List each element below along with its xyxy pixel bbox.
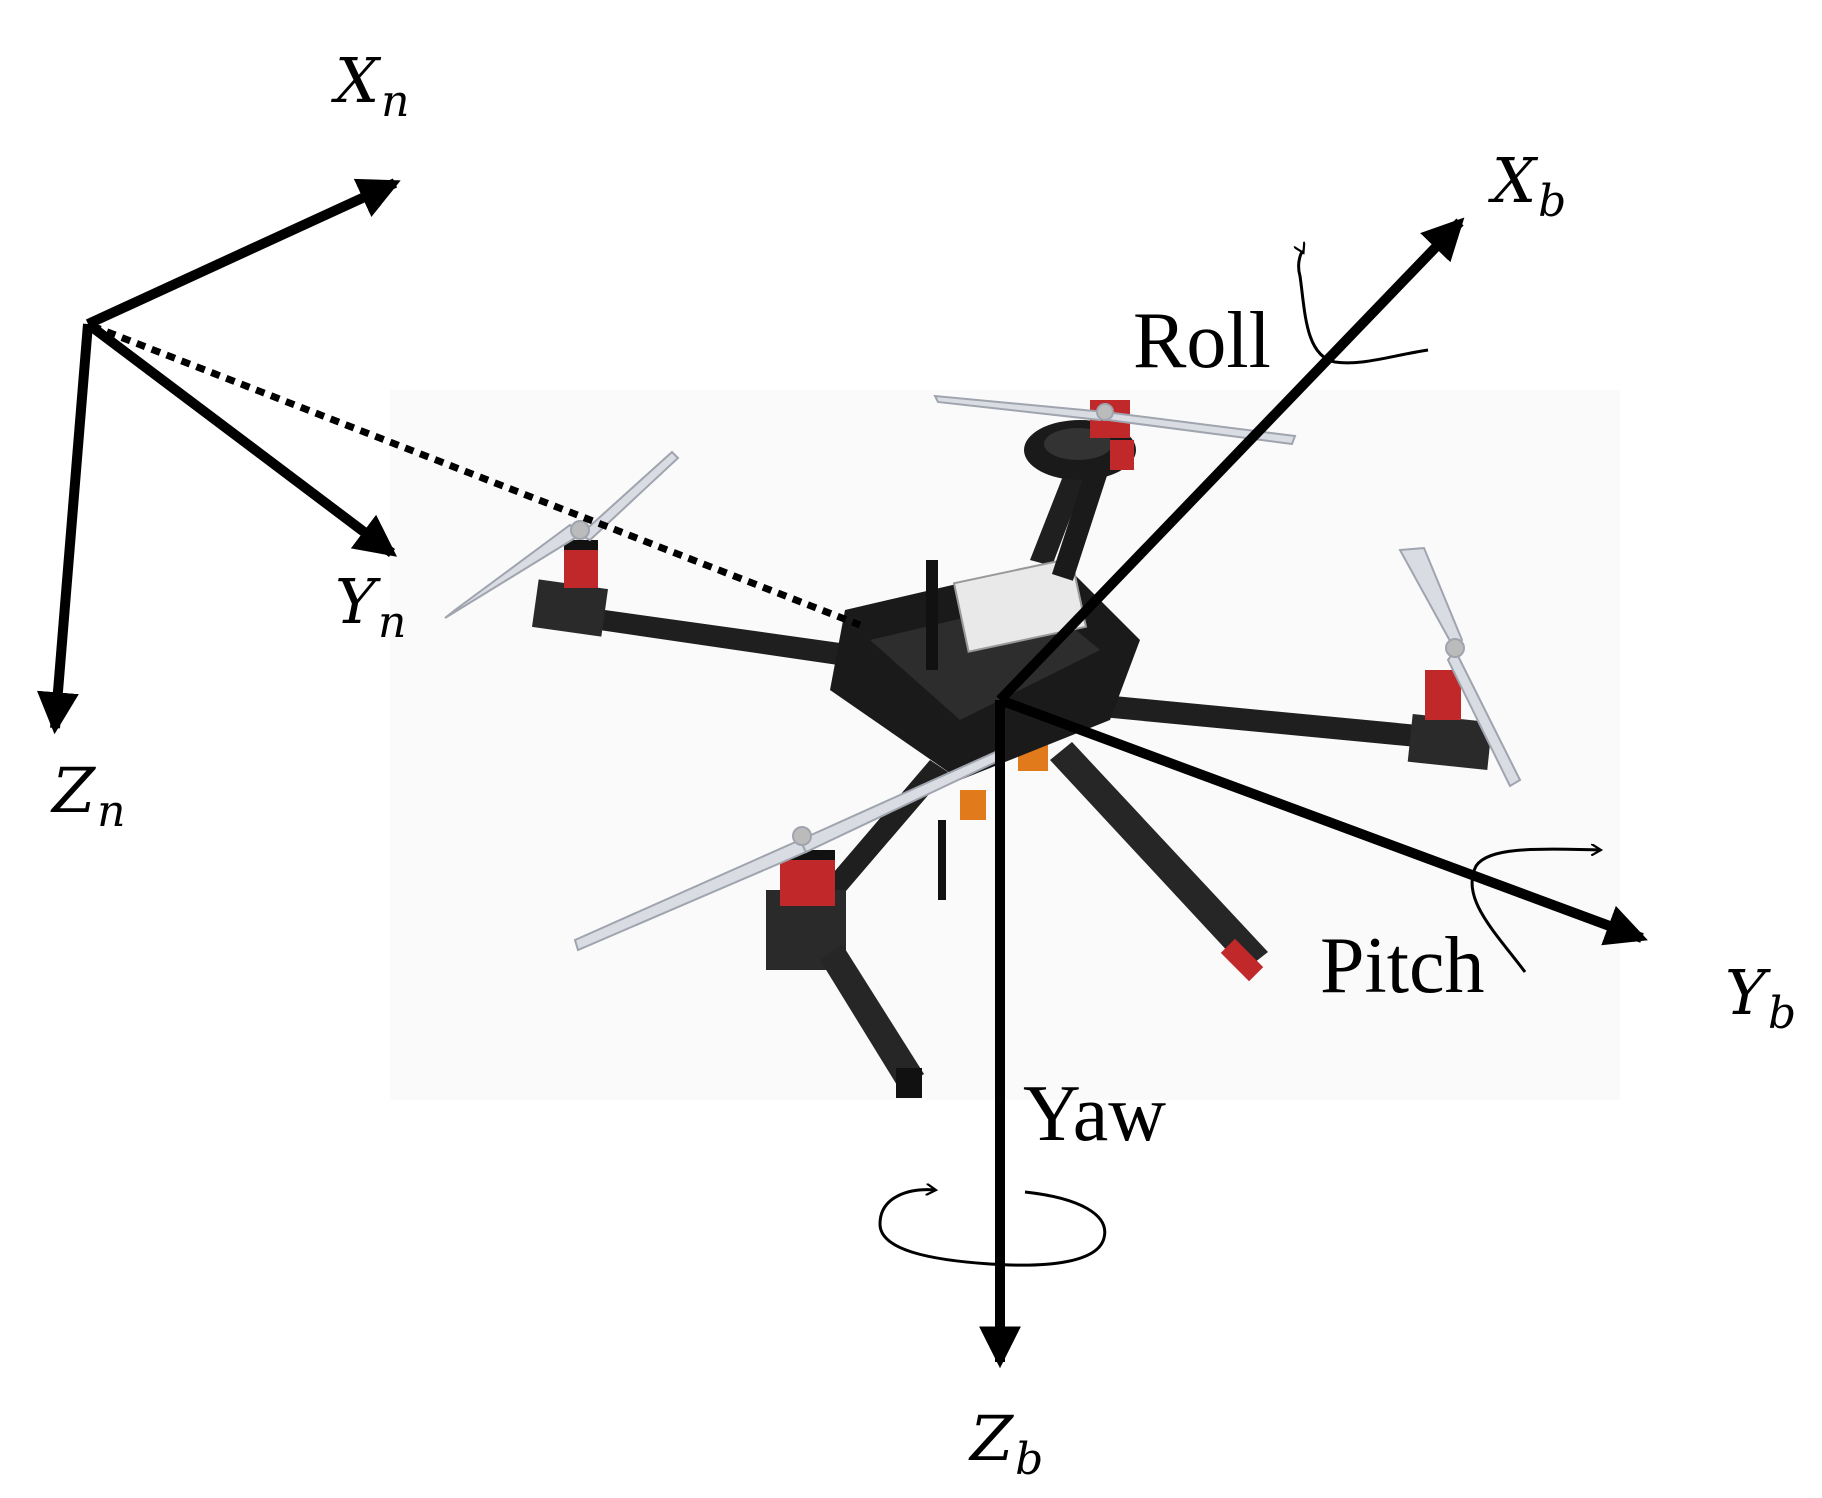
motor-front <box>780 850 835 906</box>
y-n-axis-arrow <box>84 320 398 557</box>
yaw-rotation: Yaw <box>878 1070 1166 1267</box>
propeller-left <box>444 450 680 619</box>
y-b-axis-arrow <box>998 695 1648 946</box>
motor-right <box>1425 670 1461 720</box>
z-n-axis-arrow <box>36 323 93 735</box>
battery-pack <box>952 557 1088 653</box>
landing-leg-left <box>820 944 924 1098</box>
pitch-rotation-arrow <box>1470 849 1600 973</box>
pitch-label: Pitch <box>1320 922 1484 1010</box>
x-n-label: Xn <box>331 44 409 127</box>
motor-left <box>564 540 598 588</box>
navigation-frame: Xn Yn Zn <box>36 44 862 837</box>
y-n-label: Yn <box>335 565 406 648</box>
body-frame: Xb Yb Zb <box>968 144 1796 1485</box>
landing-leg-right <box>1050 742 1268 982</box>
z-b-label: Zb <box>968 1402 1043 1485</box>
yaw-rotation-arrow <box>878 1190 1107 1267</box>
y-b-label: Yb <box>1725 956 1796 1039</box>
roll-rotation: Roll <box>1133 252 1429 385</box>
propeller-right <box>1398 546 1522 788</box>
yaw-label: Yaw <box>1023 1070 1166 1158</box>
z-n-label: Zn <box>50 754 125 837</box>
antenna <box>938 820 946 900</box>
antenna <box>926 560 938 670</box>
drone-arm-left <box>532 579 890 672</box>
drone-arm-right <box>1028 688 1493 771</box>
landing-accent <box>960 790 986 820</box>
x-b-label: Xb <box>1488 144 1566 227</box>
x-b-axis-arrow <box>996 217 1465 704</box>
pitch-rotation: Pitch <box>1320 849 1600 1010</box>
x-n-axis-arrow <box>85 178 401 329</box>
roll-label: Roll <box>1133 297 1271 385</box>
gps-module <box>1024 420 1136 581</box>
roll-rotation-arrow <box>1299 252 1429 365</box>
quadrotor-drone-image <box>444 394 1522 1098</box>
